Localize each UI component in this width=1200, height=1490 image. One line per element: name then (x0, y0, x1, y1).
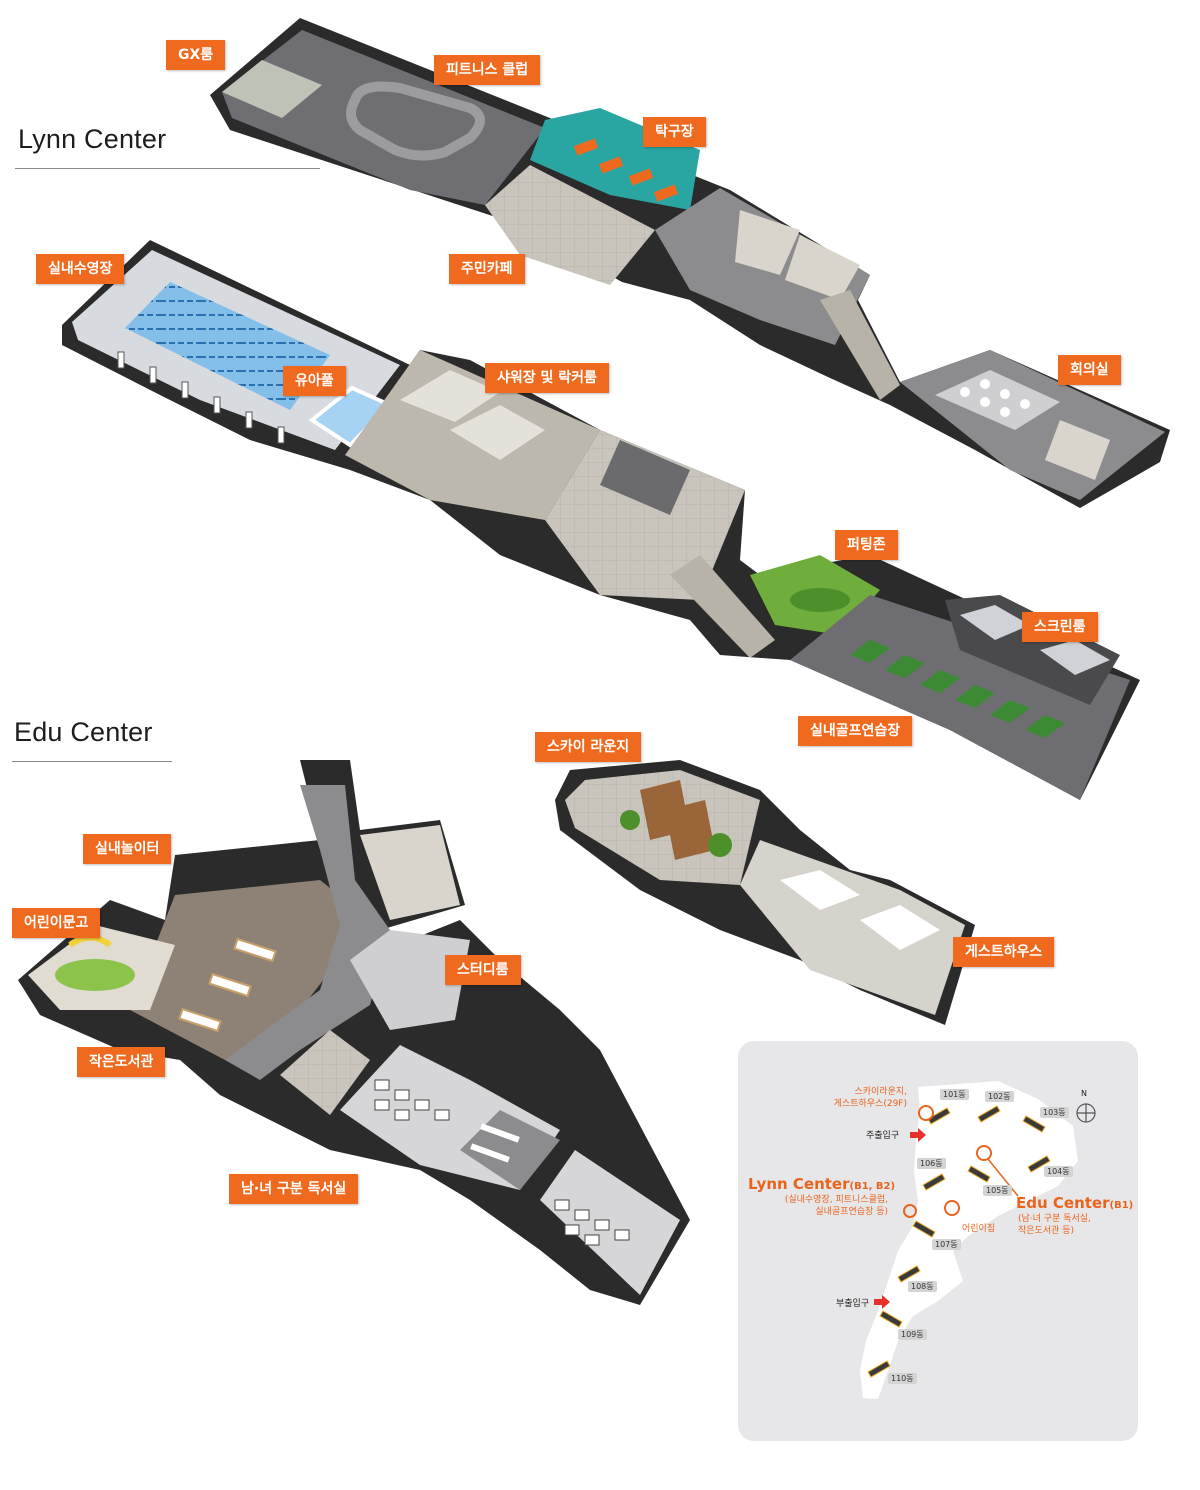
tag-indoor-pool: 실내수영장 (36, 254, 125, 284)
tag-shower-locker: 샤워장 및 락커룸 (485, 363, 609, 393)
sub-entrance-arrow (874, 1295, 890, 1309)
tag-sky-lounge: 스카이 라운지 (535, 732, 642, 762)
site-outline (860, 1081, 1078, 1399)
edu-center-underline (12, 761, 172, 762)
sub-entrance-label: 부출입구 (836, 1299, 870, 1309)
site-map-panel: N 스카이라운지, 게스트하우스(29F) 주출입구 부출입구 Lynn Cen… (738, 1041, 1138, 1441)
lynn-center-marker (903, 1204, 917, 1218)
building-105: 105동 (983, 1185, 1012, 1196)
fitness-floor (222, 30, 545, 205)
study-room-floor (350, 930, 470, 1030)
lynn-map-title: Lynn Center (748, 1175, 850, 1193)
daycare-marker (944, 1200, 960, 1216)
building-107: 107동 (932, 1239, 961, 1250)
edu-desc-line-2: 작은도서관 등) (1018, 1226, 1075, 1236)
sky-lounge-note: 스카이라운지, 게스트하우스(29F) (823, 1086, 907, 1110)
gx-room (222, 60, 322, 118)
ramp (820, 290, 900, 400)
main-corridor (225, 785, 390, 1080)
lynn-center-map-desc: (실내수영장, 피트니스클럽, 실내골프연습장 등) (748, 1194, 888, 1218)
sky-lounge-marker (918, 1105, 934, 1121)
lynn-upper-floor (210, 18, 1170, 508)
lynn-center-underline (15, 168, 320, 169)
lynn-center-map-label: Lynn Center(B1, B2) (748, 1174, 895, 1193)
main-entrance-arrow (910, 1128, 926, 1142)
tag-table-tennis: 탁구장 (643, 117, 706, 147)
tag-gx-room: GX룸 (166, 40, 226, 70)
tag-fitness-club: 피트니스 클럽 (434, 55, 541, 85)
lynn-desc-line-1: (실내수영장, 피트니스클럽, (784, 1195, 888, 1205)
lynn-map-floors: (B1, B2) (849, 1181, 896, 1192)
site-map-drawing (860, 1081, 1096, 1399)
edu-map-title: Edu Center (1016, 1194, 1110, 1212)
tag-meeting-room: 회의실 (1058, 355, 1121, 385)
lynn-lower-floor (62, 240, 1140, 800)
tag-kids-library: 어린이문고 (12, 908, 101, 938)
tag-study-room: 스터디룸 (445, 955, 521, 985)
edu-center-map-desc: (남·녀 구분 독서실, 작은도서관 등) (1018, 1213, 1091, 1237)
building-103: 103동 (1040, 1107, 1069, 1118)
building-101: 101동 (940, 1089, 969, 1100)
running-track (346, 81, 485, 161)
indoor-pool (125, 282, 330, 410)
edu-center-map-label: Edu Center(B1) (1016, 1193, 1133, 1212)
edu-center-floor (18, 760, 690, 1305)
edu-map-floors: (B1) (1109, 1200, 1134, 1211)
tag-kids-pool: 유아풀 (283, 366, 346, 396)
tag-reading-room: 남·녀 구분 독서실 (229, 1174, 359, 1204)
tag-putting-zone: 퍼팅존 (835, 530, 898, 560)
sky-note-line-1: 스카이라운지, (854, 1087, 907, 1097)
building-102: 102동 (985, 1091, 1014, 1102)
main-entrance-label: 주출입구 (866, 1131, 900, 1141)
sky-lounge-block (555, 760, 975, 1025)
tag-resident-cafe: 주민카페 (449, 254, 525, 284)
tag-screen-room: 스크린룸 (1022, 612, 1098, 642)
sky-note-line-2: 게스트하우스(29F) (833, 1099, 907, 1109)
building-104: 104동 (1044, 1166, 1073, 1177)
tag-indoor-golf: 실내골프연습장 (798, 716, 913, 746)
edu-desc-line-1: (남·녀 구분 독서실, (1018, 1214, 1091, 1224)
edu-center-title: Edu Center (14, 717, 153, 747)
building-106: 106동 (917, 1158, 946, 1169)
tag-indoor-playground: 실내놀이터 (83, 834, 172, 864)
lounge-floor (545, 430, 745, 600)
tag-small-library: 작은도서관 (77, 1047, 166, 1077)
tag-guest-house: 게스트하우스 (953, 937, 1055, 967)
building-109: 109동 (898, 1329, 927, 1340)
cafe-floor (485, 165, 655, 285)
lynn-center-title: Lynn Center (18, 124, 167, 154)
daycare-label: 어린이집 (962, 1224, 996, 1234)
building-110: 110동 (888, 1373, 917, 1384)
lynn-desc-line-2: 실내골프연습장 등) (815, 1207, 888, 1217)
north-label: N (1081, 1089, 1087, 1098)
edu-center-marker (976, 1145, 992, 1161)
building-108: 108동 (908, 1281, 937, 1292)
